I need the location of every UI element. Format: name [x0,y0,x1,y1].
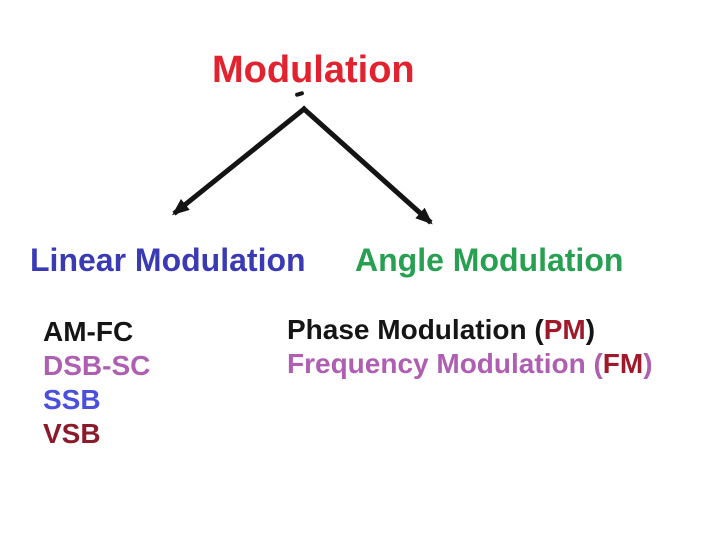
frequency-modulation-suffix: ) [643,348,653,379]
diagram-title: Modulation [212,49,415,91]
arrow-to-angle [300,105,433,225]
linear-modulation-list: AM-FC DSB-SC SSB VSB [43,315,150,451]
arrow-to-linear [172,105,308,216]
list-item-phase-modulation: Phase Modulation (PM) [287,313,653,347]
phase-modulation-abbr: PM [543,314,586,345]
frequency-modulation-abbr: FM [602,348,644,379]
phase-modulation-prefix: Phase Modulation ( [287,314,544,345]
list-item-ssb: SSB [43,384,101,415]
branch-label-linear-modulation: Linear Modulation [30,242,306,278]
branch-label-angle-modulation: Angle Modulation [355,242,624,278]
frequency-modulation-prefix: Frequency Modulation ( [287,348,603,379]
tick-mark [294,90,305,98]
list-item-frequency-modulation: Frequency Modulation (FM) [287,347,653,381]
list-item-vsb: VSB [43,418,101,449]
angle-modulation-list: Phase Modulation (PM) Frequency Modulati… [287,313,653,381]
phase-modulation-suffix: ) [585,314,596,345]
list-item-am-fc: AM-FC [43,316,134,347]
list-item-dsb-sc: DSB-SC [43,350,151,381]
